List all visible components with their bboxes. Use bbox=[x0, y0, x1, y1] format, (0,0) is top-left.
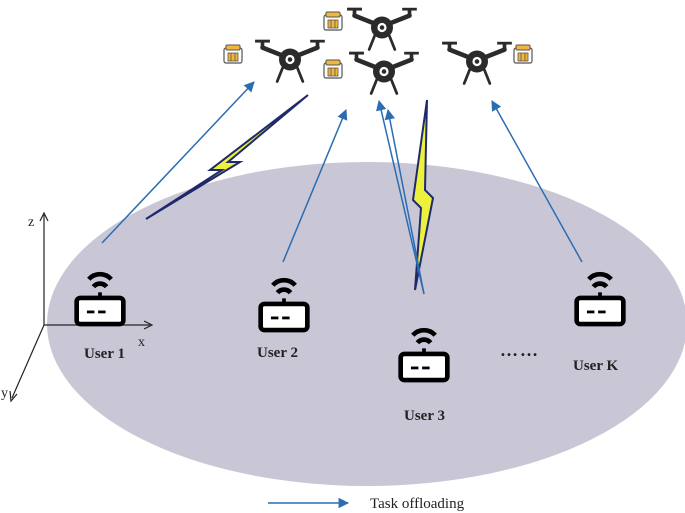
offload-arrow-user2 bbox=[282, 109, 348, 263]
user-label: User 1 bbox=[84, 346, 125, 362]
lightning-icon bbox=[411, 99, 435, 291]
ground-area bbox=[47, 162, 685, 486]
edge-server-icon bbox=[223, 44, 243, 64]
drone-icon bbox=[349, 53, 419, 93]
x-axis-label: x bbox=[138, 335, 145, 350]
offload-arrow-user1 bbox=[101, 81, 255, 244]
edge-server-icon bbox=[323, 11, 343, 31]
more-users-ellipsis: …… bbox=[500, 340, 540, 360]
edge-server-icon bbox=[323, 59, 343, 79]
offload-arrow-user3a bbox=[376, 99, 425, 295]
user-label: User K bbox=[573, 358, 618, 374]
z-axis-label: z bbox=[28, 215, 34, 230]
edge-server-icon bbox=[513, 44, 533, 64]
drone-icon bbox=[347, 9, 417, 49]
offload-arrow-userk bbox=[491, 100, 583, 263]
drone-icon bbox=[255, 41, 325, 81]
user-label: User 2 bbox=[257, 345, 298, 361]
lightning-icon bbox=[145, 94, 309, 220]
y-axis-label: y bbox=[1, 386, 8, 401]
legend-label: Task offloading bbox=[370, 496, 465, 512]
user-label: User 3 bbox=[404, 408, 445, 424]
drone-icon bbox=[442, 43, 512, 83]
offload-arrow-user3b bbox=[384, 108, 425, 295]
